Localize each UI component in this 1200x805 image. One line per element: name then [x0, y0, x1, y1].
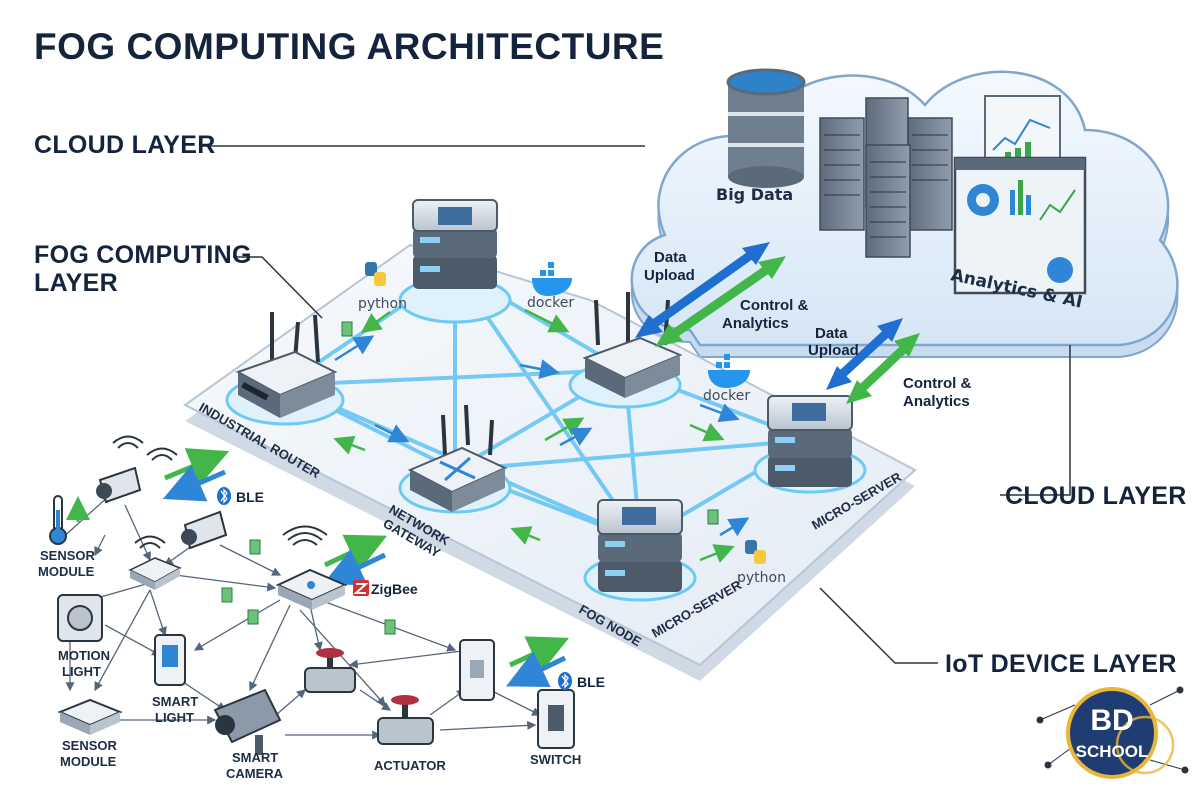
sensor-module-1-line1: SENSOR	[40, 548, 96, 563]
speaker-module-icon	[57, 698, 123, 735]
hub-box-icon	[128, 557, 182, 590]
fog-layer-label-line1: FOG COMPUTING	[34, 241, 252, 269]
switch-icon	[537, 689, 575, 749]
actuator-label: ACTUATOR	[374, 758, 446, 773]
control-arrow-2	[846, 333, 920, 404]
docker-logo-icon-1	[532, 262, 572, 296]
bd-school-logo	[1036, 686, 1189, 779]
upload-arrow-2	[826, 318, 903, 390]
upload-arrow-1	[635, 242, 770, 338]
fog-router-right-icon	[582, 292, 683, 398]
docker-label-1: docker	[527, 295, 574, 311]
micro-server-right-icon	[767, 395, 853, 487]
logo-line2: SCHOOL	[1076, 742, 1149, 761]
valve-icon-1	[304, 648, 356, 693]
data-upload-1-line1: Data	[654, 249, 687, 266]
wifi-icons	[112, 435, 328, 549]
sensor-module-1-line2: MODULE	[38, 564, 95, 579]
big-data-label: Big Data	[716, 185, 793, 204]
bluetooth-icon-2	[558, 672, 572, 690]
control-2-line2: Analytics	[903, 393, 970, 410]
motion-sensor-icon	[57, 594, 103, 642]
python-logo-icon-2	[745, 540, 766, 564]
sensor-module-2-line2: MODULE	[60, 754, 117, 769]
docker-logo-icon-2	[708, 354, 750, 388]
actuator-valve-icon	[377, 695, 434, 745]
cloud-layer-label-left: CLOUD LAYER	[34, 131, 216, 159]
link-flow-arrows	[333, 308, 750, 563]
thermometer-icon	[49, 495, 90, 545]
bluetooth-icon-1	[217, 487, 231, 505]
server-racks-icon	[819, 97, 953, 258]
smart-camera-line1: SMART	[232, 750, 278, 765]
camera-sensor-icon-1	[96, 466, 142, 504]
logo-line1: BD	[1090, 704, 1133, 737]
page-title: FOG COMPUTING ARCHITECTURE	[34, 26, 665, 67]
wall-switch-icon-1	[459, 639, 495, 701]
control-1-line1: Control &	[740, 297, 808, 314]
python-label-2: python	[737, 570, 786, 586]
smart-camera-line2: CAMERA	[226, 766, 284, 781]
camera-sensor-icon-2	[181, 510, 228, 550]
smart-light-line2: LIGHT	[155, 710, 194, 725]
control-2-line1: Control &	[903, 375, 971, 392]
python-logo-icon-1	[365, 262, 386, 286]
docker-label-2: docker	[703, 388, 750, 404]
zigbee-label: ZigBee	[371, 581, 418, 597]
data-upload-1-line2: Upload	[644, 267, 695, 284]
smart-camera-icon	[213, 688, 282, 755]
network-gateway-icon	[407, 404, 508, 512]
smart-light-line1: SMART	[152, 694, 198, 709]
zigbee-hub-icon	[275, 568, 348, 610]
fog-server-top-icon	[412, 199, 498, 289]
motion-light-line2: LIGHT	[62, 664, 101, 679]
cloud-layer-label-right: CLOUD LAYER	[1005, 482, 1187, 510]
database-icon	[726, 68, 806, 188]
motion-light-line1: MOTION	[58, 648, 110, 663]
data-upload-2-line2: Upload	[808, 342, 859, 359]
control-1-line2: Analytics	[722, 315, 789, 332]
zigbee-logo-icon	[353, 580, 369, 596]
analytics-dashboard-icon	[953, 95, 1087, 295]
sensor-module-2-line1: SENSOR	[62, 738, 118, 753]
switch-label: SWITCH	[530, 752, 581, 767]
data-upload-2-line1: Data	[815, 325, 848, 342]
python-label-1: python	[358, 296, 407, 312]
smart-light-icon	[154, 634, 186, 686]
iot-layer-label: IoT DEVICE LAYER	[945, 650, 1177, 678]
fog-node-server-icon	[597, 499, 683, 592]
leader-lines	[200, 145, 1071, 664]
fog-layer-label-line2: LAYER	[34, 269, 118, 297]
iot-uplink-arrows	[162, 448, 570, 688]
file-packet-icons	[221, 321, 719, 635]
ble-label-1: BLE	[236, 489, 264, 505]
control-arrow-1	[655, 256, 786, 347]
ble-label-2: BLE	[577, 674, 605, 690]
industrial-router-icon	[235, 312, 338, 418]
